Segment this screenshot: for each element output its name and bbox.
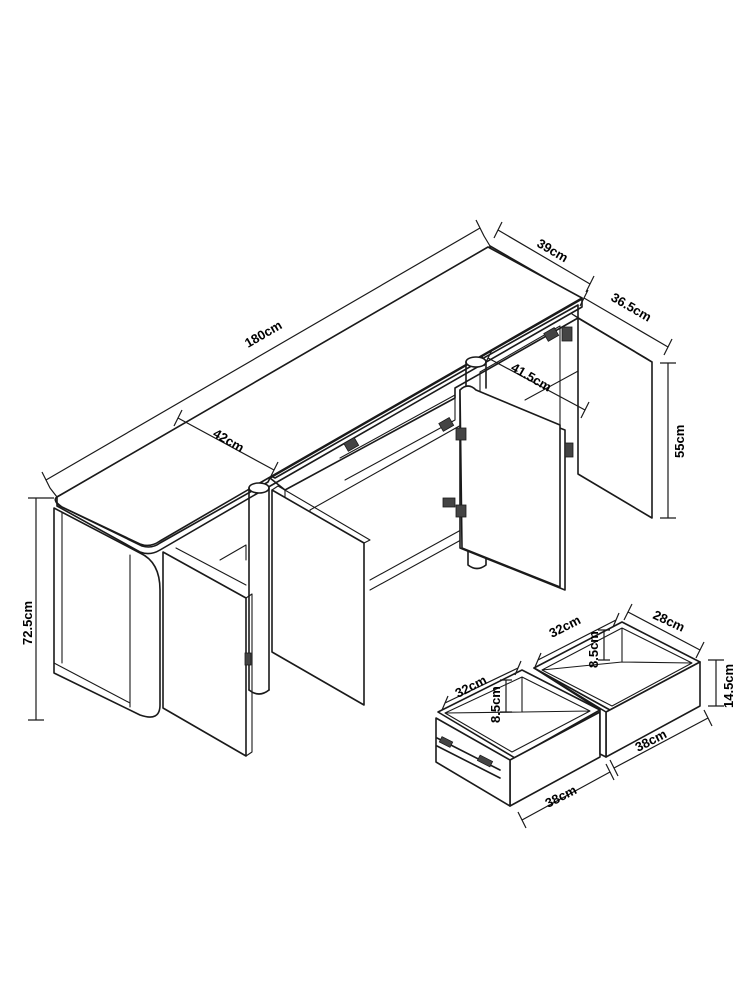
left-interior-shelf <box>175 544 247 586</box>
hinge-set <box>244 326 574 666</box>
label-top-depth: 39cm <box>535 236 571 266</box>
middle-right-door-face <box>459 385 561 588</box>
leg-center <box>465 356 487 570</box>
middle-left-door-edge <box>271 485 371 544</box>
label-drawer-left-inner-depth: 8.5cm <box>488 686 503 723</box>
right-open-door <box>577 317 653 519</box>
label-side-depth: 36.5cm <box>609 290 655 325</box>
label-drawer-right-inner-width: 32cm <box>547 612 583 640</box>
label-drawer-height: 14.5cm <box>721 664 736 708</box>
drawer-runner <box>436 736 501 779</box>
top-edge <box>56 297 583 555</box>
label-drawer-right-inner-depth: 8.5cm <box>586 631 601 668</box>
sideboard <box>53 245 653 757</box>
label-total-height: 72.5cm <box>20 601 35 645</box>
right-drawer-left-side <box>533 667 607 758</box>
dimension-lines <box>28 219 724 829</box>
label-inner-width: 41.5cm <box>509 360 555 395</box>
middle-left-open-door <box>271 489 365 706</box>
left-cabinet-curve <box>53 511 131 708</box>
right-door-edge <box>571 313 653 363</box>
right-interior <box>479 325 581 589</box>
left-open-door <box>162 551 247 757</box>
label-drawer-left-front-width: 38cm <box>543 782 579 810</box>
label-door-height: 55cm <box>672 425 687 458</box>
left-cabinet <box>53 507 161 718</box>
drawers <box>435 621 701 807</box>
top-surface <box>54 246 583 547</box>
right-drawer-inner <box>541 627 693 707</box>
left-drawer-side <box>435 717 511 807</box>
label-drawer-right-side: 28cm <box>651 607 687 635</box>
